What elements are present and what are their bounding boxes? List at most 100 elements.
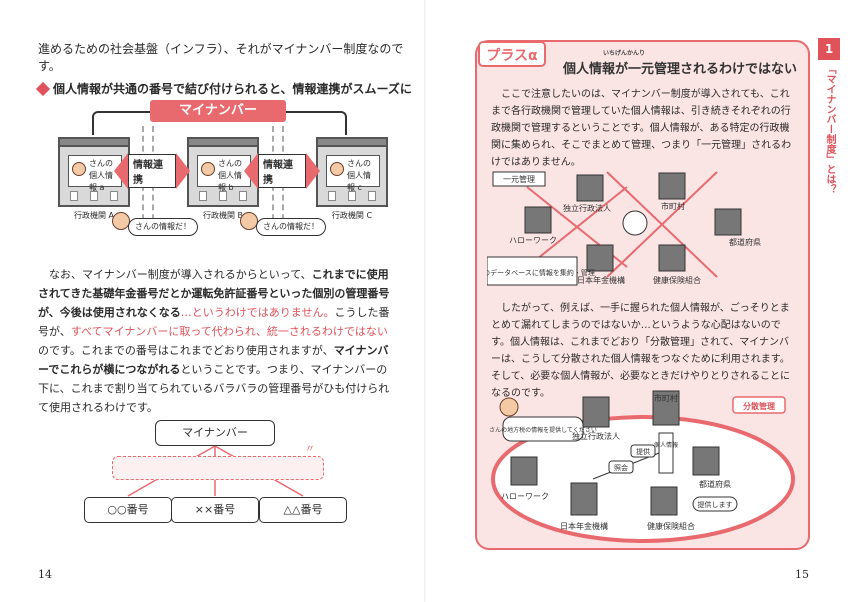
body-run-bold: マイナンバーでこれらが横につながれる	[38, 344, 389, 376]
org-label: 都道府県	[729, 237, 761, 247]
central-db-icon	[622, 210, 648, 236]
org-label: 都道府県	[699, 479, 731, 489]
person-face-icon	[201, 162, 215, 176]
distributed-diagram: 分散管理 さんの地方税の情報を提供してください 個人情報 独立行政法人 市町村 …	[489, 390, 795, 543]
will-provide-box	[692, 496, 738, 512]
badge-text: プラスα	[486, 48, 538, 64]
request-speech: さんの地方税の情報を提供してください	[489, 426, 597, 434]
window-icon	[368, 191, 376, 201]
personal-info-label: 個人情報	[654, 441, 678, 449]
plus-alpha-panel: プラスα いちげんかんり 個人情報が一元管理されるわけではない ここで注意したい…	[475, 40, 810, 550]
card-line2: 個人情報 b	[218, 171, 242, 192]
inquiry-label: 照会	[614, 463, 628, 472]
body-run: ということです。つまり、マイナンバーの下に、これまで割り当てられているバラバラの…	[38, 363, 390, 414]
plus-paragraph-1-text: ここで注意したいのは、マイナンバー制度が導入されても、これまで各行政機関で管理し…	[491, 89, 792, 168]
body-paragraph: なお、マイナンバー制度が導入されるからといって、これまでに使用されてきた基礎年金…	[38, 265, 394, 417]
building-icon	[576, 174, 604, 202]
org-label: 独立行政法人	[572, 431, 620, 441]
window-icon	[90, 191, 98, 201]
number-box: ××番号	[171, 497, 259, 523]
building-icon	[582, 396, 610, 428]
bullet-heading: 個人情報が共通の番号で結び付けられると、情報連携がスムーズに	[35, 80, 412, 97]
person-face-icon	[72, 162, 86, 176]
card-line1: さんの	[89, 159, 113, 168]
book-gutter	[424, 0, 426, 602]
building-roof	[316, 137, 388, 147]
agency-a-label: 行政機関 A	[73, 211, 114, 220]
building-icon	[652, 390, 680, 426]
cross-line	[606, 171, 718, 278]
building-icon	[524, 206, 552, 234]
org-label: 健康保険組合	[647, 521, 695, 531]
info-link-arrow: 情報連携	[114, 153, 190, 189]
building-roof	[58, 137, 130, 147]
body-run: のです。これまでの番号はこれまでどおり使用されますが、	[38, 344, 334, 357]
chapter-side-tab: 1 「マイナンバー制度」とは？	[818, 38, 840, 194]
tie-dashed-band	[112, 456, 324, 480]
building-icon	[586, 244, 614, 272]
personal-info-card: さんの 個人情報 a	[68, 155, 122, 192]
body-run: なお、マイナンバー制度が導入されるからといって、	[49, 268, 312, 281]
window-icon	[219, 191, 227, 201]
arrow-head-right-icon	[176, 153, 190, 189]
agency-b-label: 行政機関 B	[202, 211, 244, 220]
inquiry-box	[608, 460, 634, 474]
org-label: 市町村	[654, 393, 678, 403]
window-icon	[199, 191, 207, 201]
building-icon	[714, 208, 742, 236]
org-label: 市町村	[661, 201, 685, 211]
org-label: 日本年金機構	[577, 275, 625, 285]
info-link-label: 情報連携	[258, 154, 306, 188]
distributed-label: 分散管理	[743, 401, 775, 411]
chapter-number: 1	[818, 38, 840, 60]
org-label: 独立行政法人	[563, 203, 611, 213]
page-number: 15	[795, 568, 809, 581]
provide-box	[630, 444, 656, 458]
building-icon	[692, 446, 720, 476]
central-label-box	[492, 171, 546, 187]
card-line1: さんの	[218, 159, 242, 168]
building-icon	[570, 482, 598, 516]
title-ruby: いちげんかんり	[603, 50, 646, 57]
personal-info-card: さんの 個人情報 c	[326, 155, 380, 192]
left-page: 進めるための社会基盤（インフラ）、それがマイナンバー制度なのです。 個人情報が共…	[35, 42, 412, 581]
info-link-arrow: 情報連携	[244, 153, 320, 189]
personal-info-card: さんの 個人情報 b	[197, 155, 251, 192]
arrow-head-left-icon	[114, 153, 128, 189]
cross-line	[526, 186, 628, 268]
bullet-heading-text: 個人情報が共通の番号で結び付けられると、情報連携がスムーズに	[53, 82, 412, 96]
card-line2: 個人情報 a	[89, 171, 113, 192]
agency-c: さんの 個人情報 c	[316, 137, 388, 207]
diamond-bullet-icon	[35, 81, 51, 96]
plus-title: いちげんかんり 個人情報が一元管理されるわけではない	[563, 50, 798, 77]
number-box: △△番号	[259, 497, 347, 523]
central-label: 一元管理	[503, 174, 535, 184]
plus-paragraph-1: ここで注意したいのは、マイナンバー制度が導入されても、これまで各行政機関で管理し…	[491, 86, 797, 171]
org-label: 健康保険組合	[653, 275, 701, 285]
distributed-label-box	[732, 396, 786, 414]
body-run-red: …というわけではありません。	[180, 306, 335, 319]
person-face-icon	[499, 397, 519, 417]
org-label: ハローワーク	[501, 492, 549, 501]
building-icon	[658, 244, 686, 272]
building-icon	[510, 456, 538, 486]
mynumber-box: マイナンバー	[155, 420, 275, 446]
card-line2: 個人情報 c	[347, 171, 371, 192]
mynumber-banner: マイナンバー	[150, 100, 286, 122]
info-link-label: 情報連携	[128, 154, 176, 188]
arrow-head-left-icon	[244, 153, 258, 189]
window-icon	[348, 191, 356, 201]
db-note: 共通のデータベースに情報を集約・管理	[487, 268, 595, 277]
body-run-bold: これまでに使用されてきた基礎年金番号だとか運転免許証番号といった個別の管理番号が…	[38, 268, 390, 319]
plus-alpha-badge: プラスα	[478, 41, 546, 67]
arrow-head-right-icon	[306, 153, 320, 189]
plus-title-text: 個人情報が一元管理されるわけではない	[563, 62, 798, 77]
window-icon	[70, 191, 78, 201]
intro-line: 進めるための社会基盤（インフラ）、それがマイナンバー制度なのです。	[38, 42, 404, 73]
body-run: こうした番号が、	[38, 306, 390, 338]
org-label: ハローワーク	[509, 236, 557, 245]
personal-info-doc	[658, 432, 674, 474]
number-box: ○○番号	[84, 497, 172, 523]
body-run-red: すべてマイナンバーに取って代わられ、統一されるわけではない	[70, 325, 388, 338]
right-page: プラスα いちげんかんり 個人情報が一元管理されるわけではない ここで注意したい…	[425, 0, 850, 602]
